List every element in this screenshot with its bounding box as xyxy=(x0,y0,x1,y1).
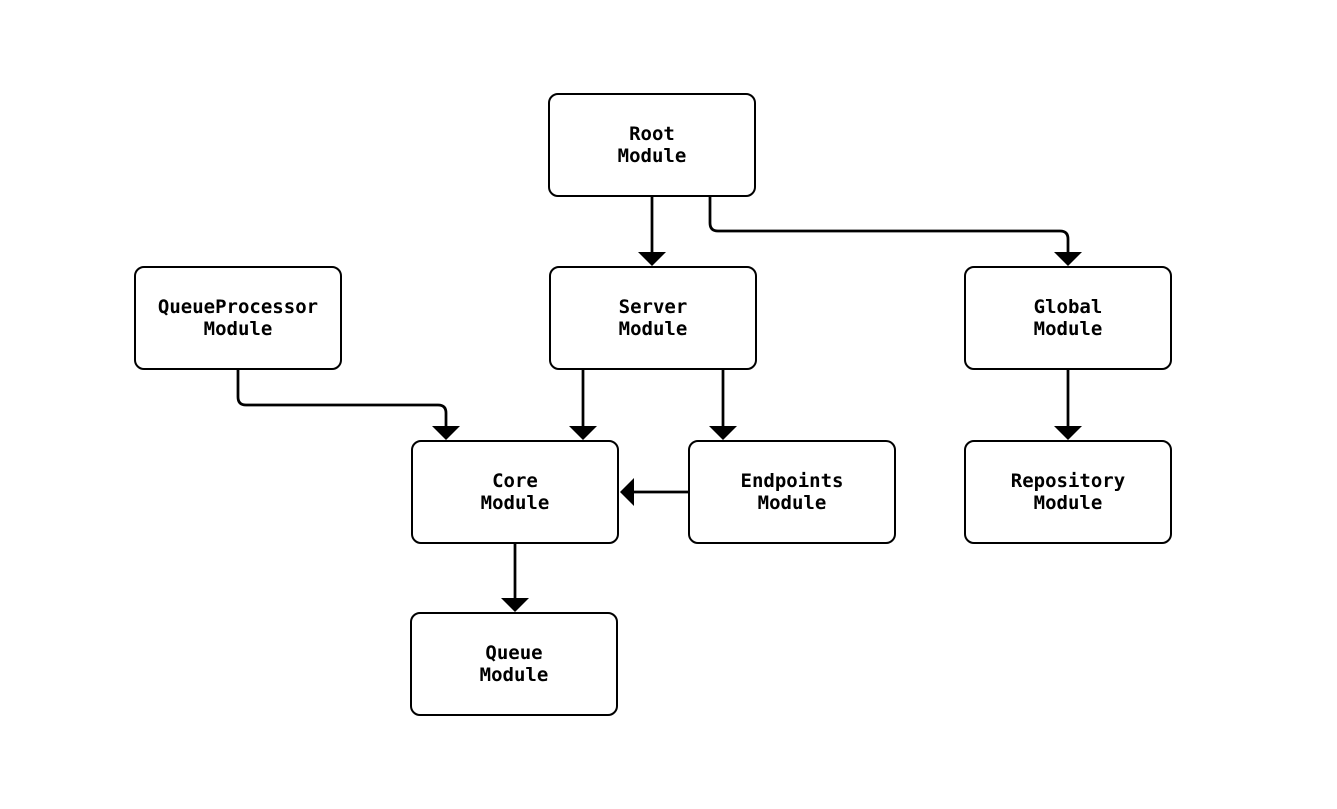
node-endpoints-module: Endpoints Module xyxy=(688,440,896,544)
node-global-module: Global Module xyxy=(964,266,1172,370)
node-core-module-label: Core Module xyxy=(480,470,550,514)
edge-server-to-core xyxy=(569,370,597,440)
edge-queueprocessor-to-core xyxy=(236,370,460,440)
node-repository-module: Repository Module xyxy=(964,440,1172,544)
node-server-module: Server Module xyxy=(549,266,757,370)
edge-server-to-endpoints xyxy=(709,370,737,440)
node-queue-module: Queue Module xyxy=(410,612,618,716)
node-queueprocessor-module-label: QueueProcessor Module xyxy=(157,296,319,340)
node-endpoints-module-label: Endpoints Module xyxy=(740,470,844,514)
node-core-module: Core Module xyxy=(411,440,619,544)
edge-global-to-repository xyxy=(1054,370,1082,440)
node-global-module-label: Global Module xyxy=(1033,296,1103,340)
edge-root-to-global xyxy=(708,197,1082,266)
node-root-module: Root Module xyxy=(548,93,756,197)
edge-root-to-server xyxy=(638,197,666,266)
node-queue-module-label: Queue Module xyxy=(479,642,549,686)
node-repository-module-label: Repository Module xyxy=(1010,470,1126,514)
node-root-module-label: Root Module xyxy=(617,123,687,167)
edge-endpoints-to-core xyxy=(620,478,688,506)
node-server-module-label: Server Module xyxy=(618,296,688,340)
node-queueprocessor-module: QueueProcessor Module xyxy=(134,266,342,370)
edge-core-to-queue xyxy=(501,544,529,612)
